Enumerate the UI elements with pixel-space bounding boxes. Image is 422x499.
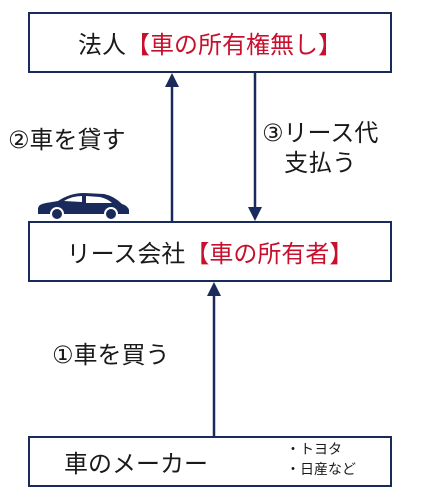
- lend-arrow: [165, 73, 179, 221]
- car-maker-example: トヨタ: [286, 440, 356, 460]
- corporation-label: 法人: [78, 31, 126, 59]
- corporation-box: 法人【車の所有権無し】: [28, 12, 392, 73]
- car-maker-example: 日産など: [286, 460, 356, 480]
- leasing-company-box: リース会社【車の所有者】: [28, 221, 392, 282]
- corporation-ownership-note: 【車の所有権無し】: [126, 31, 342, 59]
- buy-car-label: ①車を買う: [52, 341, 170, 369]
- car-maker-examples: トヨタ 日産など: [286, 440, 356, 480]
- pay-lease-label-line2: 支払う: [284, 149, 357, 177]
- car-icon: [38, 193, 129, 221]
- leasing-company-label: リース会社: [66, 240, 186, 268]
- buy-arrow: [207, 282, 221, 436]
- pay-arrow: [248, 73, 262, 221]
- pay-lease-label: ③リース代 支払う: [262, 118, 378, 178]
- car-maker-label: 車のメーカー: [64, 450, 208, 478]
- leasing-company-ownership-note: 【車の所有者】: [185, 240, 354, 268]
- lend-car-label: ②車を貸す: [8, 126, 126, 154]
- pay-lease-label-line1: ③リース代: [262, 119, 379, 147]
